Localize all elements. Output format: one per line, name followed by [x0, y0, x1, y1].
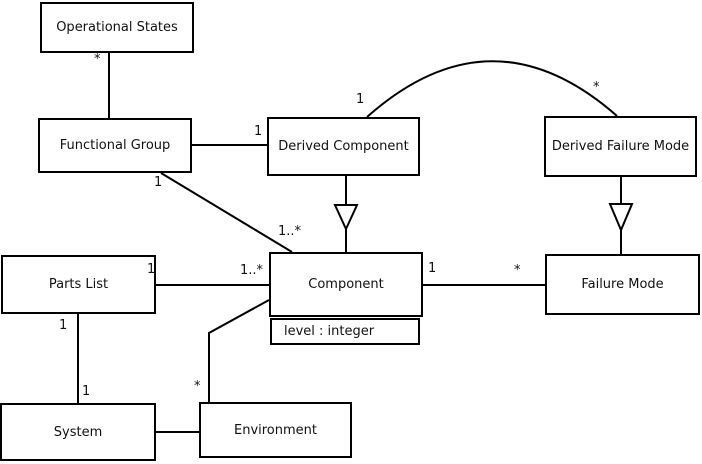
class-box-failure-mode[interactable]: Failure Mode [545, 254, 700, 315]
class-name-label: Component [308, 277, 384, 292]
multiplicity-label: 1 [154, 175, 163, 190]
multiplicity-label: * [514, 263, 521, 278]
generalization-triangle-icon [608, 203, 634, 233]
multiplicity-label: 1..* [240, 263, 264, 278]
class-name-label: Derived Failure Mode [551, 139, 690, 154]
class-name-label: System [53, 424, 103, 440]
class-box-parts-list[interactable]: Parts List [1, 255, 156, 314]
multiplicity-label: 1 [82, 384, 91, 399]
edge-derived-component-derived-failure-mode-arc [366, 60, 618, 118]
class-box-functional-group[interactable]: Functional Group [38, 118, 192, 173]
edge-environment-component [208, 299, 270, 402]
class-box-derived-failure-mode[interactable]: Derived Failure Mode [544, 116, 697, 177]
edge-functional-group-component [160, 172, 293, 253]
multiplicity-label: 1 [254, 124, 263, 139]
multiplicity-label: 1 [428, 261, 437, 276]
class-box-component-attribute-compartment[interactable]: level : integer [270, 318, 420, 345]
class-name-label: Parts List [48, 277, 109, 292]
class-name-label: Operational States [56, 20, 178, 35]
class-box-system[interactable]: System [0, 403, 156, 461]
class-name-label: Failure Mode [581, 277, 664, 292]
class-name-label: Functional Group [59, 138, 171, 153]
class-name-label: Derived Component [278, 139, 409, 154]
multiplicity-label: 1..* [278, 224, 302, 239]
multiplicity-label: * [94, 52, 101, 67]
class-box-component[interactable]: Component [269, 252, 423, 317]
class-box-environment[interactable]: Environment [199, 402, 352, 458]
generalization-triangle-icon [333, 204, 359, 232]
multiplicity-label: 1 [356, 92, 365, 107]
attribute-label: level : integer [284, 324, 375, 339]
multiplicity-label: * [194, 379, 201, 394]
class-box-derived-component[interactable]: Derived Component [267, 117, 420, 176]
class-name-label: Environment [233, 422, 317, 438]
multiplicity-label: * [593, 80, 600, 95]
multiplicity-label: 1 [147, 262, 156, 277]
class-box-operational-states[interactable]: Operational States [40, 2, 194, 53]
multiplicity-label: 1 [59, 318, 68, 333]
